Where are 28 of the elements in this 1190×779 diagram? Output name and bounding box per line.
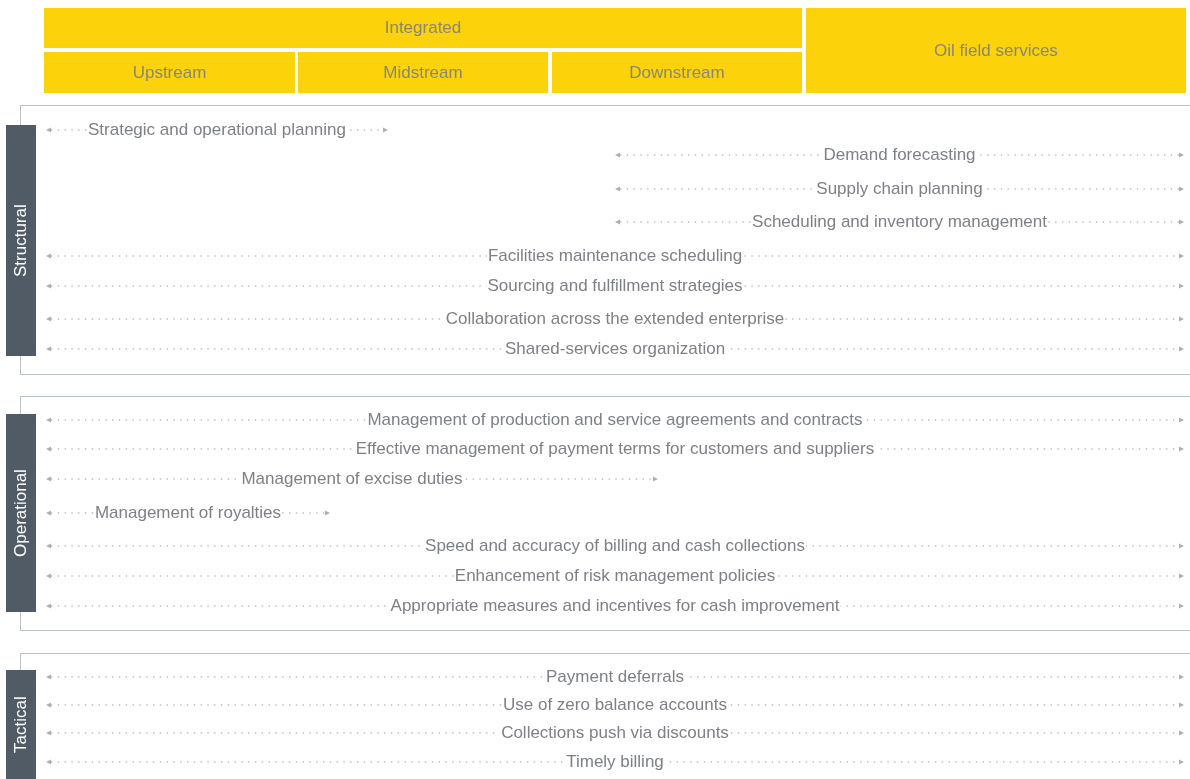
initiative-label: Payment deferrals: [545, 667, 685, 687]
initiative-label: Effective management of payment terms for customers and suppliers: [354, 439, 876, 459]
initiative-label: Management of royalties: [93, 503, 283, 523]
column-header: Integrated: [44, 8, 802, 48]
section-tab: Tactical: [6, 670, 36, 779]
initiative-label: Collections push via discounts: [500, 723, 730, 743]
initiative-label: Management of excise duties: [240, 469, 464, 489]
initiative-label: Timely billing: [565, 752, 665, 772]
initiative-label: Demand forecasting: [822, 145, 977, 165]
column-header: Oil field services: [806, 8, 1186, 93]
column-header: Downstream: [552, 52, 802, 93]
initiative-label: Speed and accuracy of billing and cash collections: [424, 536, 806, 556]
initiative-label: Supply chain planning: [815, 179, 984, 199]
initiative-label: Enhancement of risk management policies: [453, 566, 777, 586]
section-frame: [6, 105, 1190, 375]
section-tab: Structural: [6, 125, 36, 356]
initiative-label: Sourcing and fulfillment strategies: [486, 276, 744, 296]
column-header: Midstream: [298, 52, 548, 93]
initiative-label: Shared-services organization: [503, 339, 727, 359]
initiative-label: Collaboration across the extended enterprise: [444, 309, 786, 329]
initiative-label: Scheduling and inventory management: [751, 212, 1048, 232]
initiative-label: Facilities maintenance scheduling: [486, 246, 744, 266]
initiative-label: Strategic and operational planning: [87, 120, 347, 140]
section-frame: [6, 396, 1190, 631]
initiative-label: Management of production and service agreements and contracts: [366, 410, 864, 430]
column-header: Upstream: [44, 52, 295, 93]
initiative-label: Appropriate measures and incentives for cash improvement: [389, 596, 841, 616]
section-tab: Operational: [6, 414, 36, 612]
